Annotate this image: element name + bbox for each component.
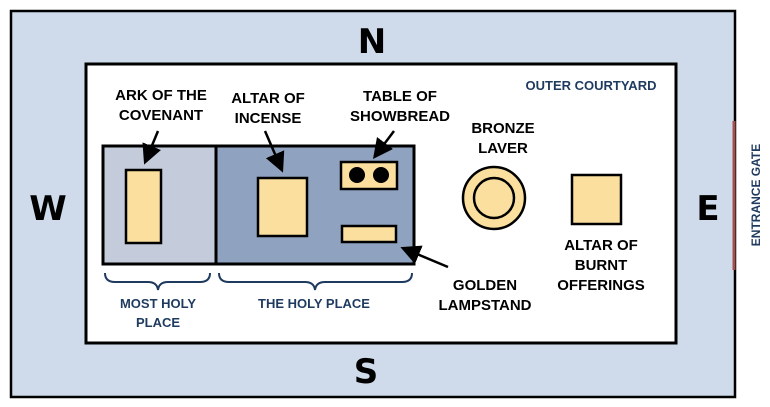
showbread-label-2: SHOWBREAD <box>350 108 450 125</box>
ark-label-1: ARK OF THE <box>115 87 207 104</box>
holy-place-label: THE HOLY PLACE <box>258 296 370 311</box>
west-label: W <box>29 189 67 229</box>
most-holy-place-label-1: MOST HOLY <box>120 296 196 311</box>
incense-label-1: ALTAR OF <box>231 90 305 107</box>
showbread-circle <box>349 167 365 183</box>
altar-of-incense <box>256 176 309 238</box>
golden-lampstand <box>340 224 398 244</box>
showbread-arrow <box>373 130 395 159</box>
incense-label-2: INCENSE <box>235 110 302 127</box>
bronze-laver-inner <box>472 176 516 220</box>
south-label: S <box>354 352 379 392</box>
lampstand-label-2: LAMPSTAND <box>438 297 531 314</box>
altar-of-burnt-offerings <box>570 173 623 226</box>
laver-label-1: BRONZE <box>471 120 534 137</box>
lampstand-arrow <box>400 245 449 269</box>
lampstand-label-1: GOLDEN <box>453 277 517 294</box>
ark-of-covenant <box>124 168 163 245</box>
holy-place-brace <box>218 272 413 291</box>
entrance-gate-label: ENTRANCE GATE <box>749 144 763 246</box>
outer-courtyard-label: OUTER COURTYARD <box>526 78 657 93</box>
burnt-altar-label-1: ALTAR OF <box>564 237 638 254</box>
ark-arrow <box>142 130 161 165</box>
burnt-altar-label-2: BURNT <box>575 257 628 274</box>
most-holy-place-label-2: PLACE <box>136 315 180 330</box>
laver-label-2: LAVER <box>478 140 528 157</box>
north-label: N <box>358 22 386 62</box>
east-label: E <box>696 189 719 229</box>
showbread-label-1: TABLE OF <box>363 88 437 105</box>
showbread-circle <box>373 167 389 183</box>
ark-label-2: COVENANT <box>119 107 203 124</box>
incense-arrow <box>263 130 285 173</box>
burnt-altar-label-3: OFFERINGS <box>557 277 645 294</box>
most-holy-brace <box>104 272 211 291</box>
